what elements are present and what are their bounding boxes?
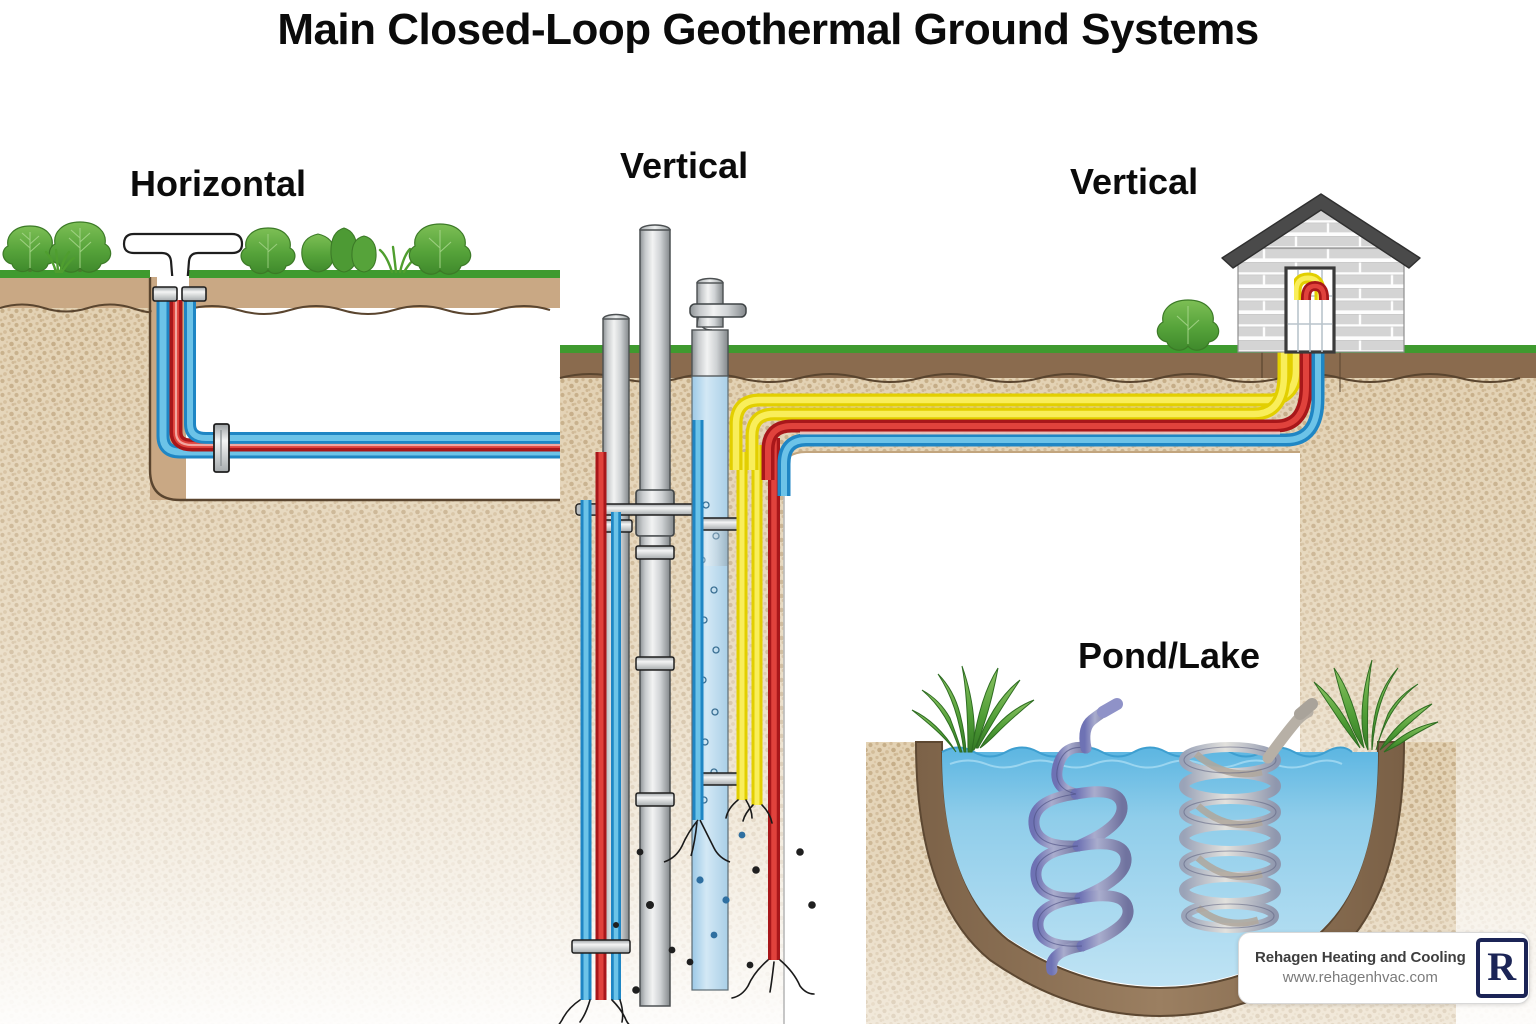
brand-monogram-letter: R: [1487, 944, 1517, 989]
pipe-clamp-header: [152, 286, 207, 302]
pond-slinky-outlines: [1033, 746, 1087, 947]
pond-slinky-riser: [1079, 698, 1123, 754]
left-grass: [0, 270, 560, 278]
pond-spiral-riser: [1262, 698, 1318, 764]
casing-couplings: [635, 545, 675, 807]
horizontal-system: [0, 221, 560, 1024]
label-horizontal: Horizontal: [130, 163, 306, 204]
pond-spiral-inner: [1193, 751, 1263, 927]
deep-vertical-loop: [558, 452, 631, 1024]
house-supply-run: [729, 300, 1325, 496]
soil-pebbles: [613, 831, 816, 994]
drill-casing-center: [575, 224, 713, 1007]
house-vertical-system: [729, 193, 1421, 496]
brand-website-url[interactable]: www.rehagenhvac.com: [1282, 969, 1438, 986]
pipe-clamp-horizontal-run: [213, 423, 230, 473]
brand-company-name: Rehagen Heating and Cooling: [1255, 949, 1466, 967]
label-pond-lake: Pond/Lake: [1078, 635, 1260, 676]
label-vertical-right: Vertical: [1070, 161, 1198, 202]
brand-watermark-card: Rehagen Heating and Cooling www.rehagenh…: [1238, 932, 1530, 1004]
reed-grass-left: [911, 665, 1035, 753]
indoor-pipe-loops: [1290, 272, 1329, 300]
brand-text-group: Rehagen Heating and Cooling www.rehagenh…: [1255, 949, 1466, 986]
tree-near-house: [1156, 299, 1220, 351]
vertical-riser-pipes: [663, 438, 815, 999]
pond-spiral-outline: [1183, 746, 1277, 929]
reed-grass-right: [1313, 659, 1439, 753]
house: [1221, 193, 1421, 354]
page-title: Main Closed-Loop Geothermal Ground Syste…: [277, 5, 1258, 54]
left-subsoil: [0, 308, 560, 1024]
label-vertical-left: Vertical: [620, 145, 748, 186]
horizontal-loop-pipes: [156, 300, 560, 459]
brand-monogram-icon: R: [1475, 938, 1528, 998]
tree-cluster-left: [2, 221, 472, 275]
